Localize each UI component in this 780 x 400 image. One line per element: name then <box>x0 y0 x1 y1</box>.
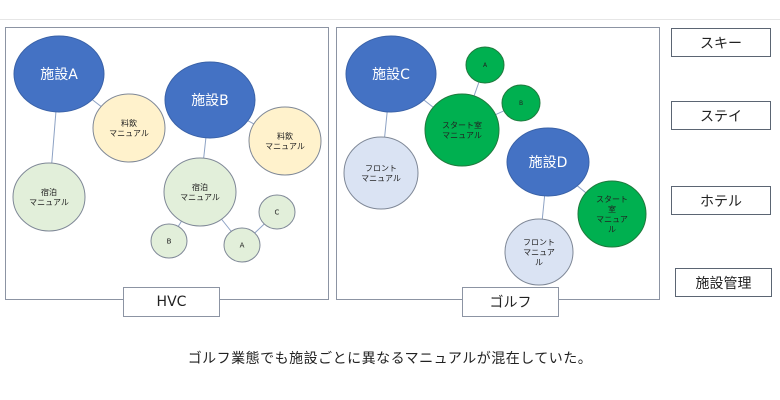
node-label-facB-0: 施設B <box>191 93 229 109</box>
node-label-stayB-1: マニュアル <box>180 193 220 202</box>
node-label-frontC-0: フロント <box>365 164 397 173</box>
side-label-hotel: ホテル <box>671 186 771 215</box>
node-shape-subC <box>258 194 296 230</box>
node-shape-gA <box>465 46 505 84</box>
node-shape-frontD <box>504 218 574 286</box>
node-shape-facB <box>164 61 256 139</box>
side-label-ski: スキー <box>671 28 771 57</box>
node-gA: A <box>465 46 505 84</box>
node-label-frontC-1: マニュアル <box>361 174 401 183</box>
node-label-frontD-2: ル <box>535 258 543 267</box>
node-label-feeB-0: 料飲 <box>277 131 293 141</box>
node-facC: 施設C <box>345 35 437 113</box>
node-label-frontD-0: フロント <box>523 238 555 247</box>
side-label-stay: ステイ <box>671 101 771 130</box>
node-label-gB-0: B <box>519 100 523 107</box>
node-facD: 施設D <box>506 127 590 197</box>
node-label-startD-0: スタート <box>596 195 628 204</box>
golf-panel-label: ゴルフ <box>462 287 559 317</box>
node-label-stayA-1: マニュアル <box>29 198 69 207</box>
node-label-stayA-0: 宿泊 <box>41 187 57 197</box>
node-shape-facC <box>345 35 437 113</box>
node-label-subB-0: B <box>167 237 172 245</box>
top-divider <box>0 19 780 20</box>
node-label-stayB-0: 宿泊 <box>192 182 208 192</box>
node-label-startD-1: 室 <box>608 204 616 214</box>
caption: ゴルフ業態でも施設ごとに異なるマニュアルが混在していた。 <box>187 351 593 367</box>
node-shape-subB <box>150 223 188 259</box>
node-shape-facA <box>13 35 105 113</box>
node-shape-gB <box>501 84 541 122</box>
node-shape-facD <box>506 127 590 197</box>
node-facA: 施設A <box>13 35 105 113</box>
node-subB: B <box>150 223 188 259</box>
node-shape-stayA <box>12 162 86 232</box>
node-shape-feeA <box>92 93 166 163</box>
node-shape-startC <box>424 93 500 167</box>
node-label-facA-0: 施設A <box>40 67 78 83</box>
node-label-subC-0: C <box>275 208 280 216</box>
node-label-startD-2: マニュア <box>596 215 628 224</box>
node-shape-frontC <box>343 136 419 210</box>
node-label-gA-0: A <box>483 62 488 69</box>
node-label-feeA-0: 料飲 <box>121 118 137 128</box>
node-shape-stayB <box>163 157 237 227</box>
node-shape-startD <box>577 180 647 248</box>
node-shape-feeB <box>248 106 322 176</box>
node-label-startC-0: スタート室 <box>442 120 482 130</box>
node-label-facD-0: 施設D <box>529 155 568 171</box>
node-shape-subA <box>223 227 261 263</box>
node-subC: C <box>258 194 296 230</box>
node-facB: 施設B <box>164 61 256 139</box>
node-gB: B <box>501 84 541 122</box>
hvc-panel-label: HVC <box>123 287 220 317</box>
node-label-facC-0: 施設C <box>372 67 410 83</box>
node-label-startD-3: ル <box>608 225 616 234</box>
node-label-startC-1: マニュアル <box>442 131 482 140</box>
side-label-facility-management: 施設管理 <box>675 268 772 297</box>
node-label-subA-0: A <box>240 241 245 249</box>
node-subA: A <box>223 227 261 263</box>
node-label-feeB-1: マニュアル <box>265 142 305 151</box>
node-label-feeA-1: マニュアル <box>109 129 149 138</box>
node-label-frontD-1: マニュア <box>523 248 555 257</box>
